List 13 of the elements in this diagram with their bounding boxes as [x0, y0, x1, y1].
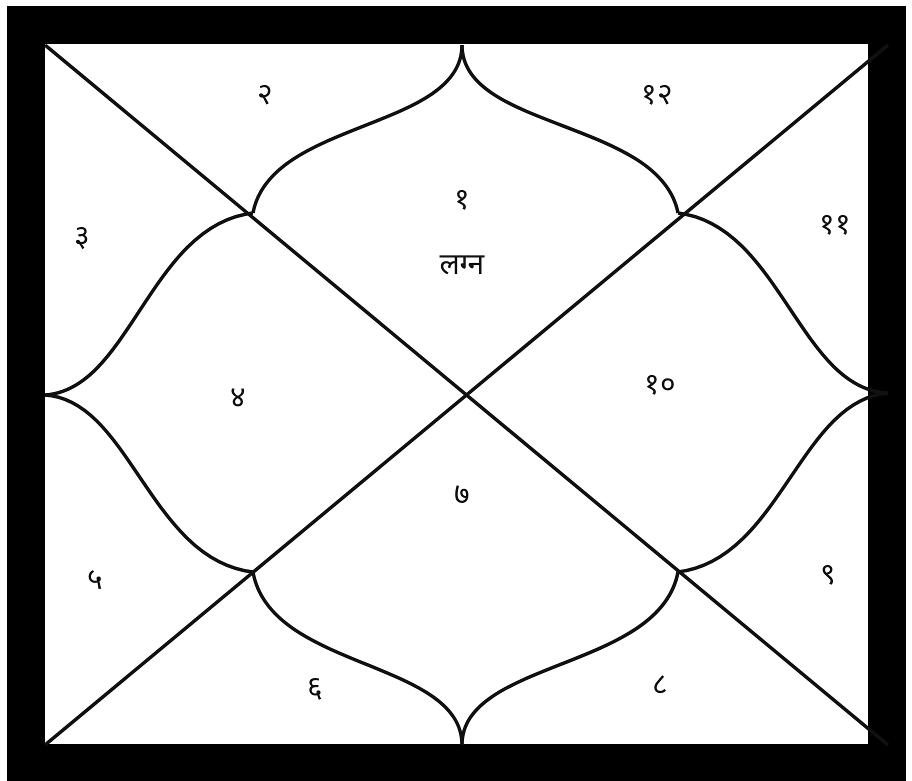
house-number: ४	[230, 380, 246, 416]
house-number: ६	[307, 670, 323, 706]
house-number: ७	[454, 477, 470, 513]
house-number: १२	[641, 77, 673, 113]
house-number: ९	[820, 557, 836, 593]
house-number: ८	[652, 667, 668, 703]
house-number: ११	[819, 207, 851, 243]
house-number: ५	[87, 562, 103, 598]
house-number: ३	[74, 219, 90, 255]
house-number: १०	[644, 367, 676, 403]
house-number: १	[454, 182, 470, 218]
house-number: २	[257, 77, 273, 113]
ascendant-label: लग्न	[440, 247, 484, 283]
